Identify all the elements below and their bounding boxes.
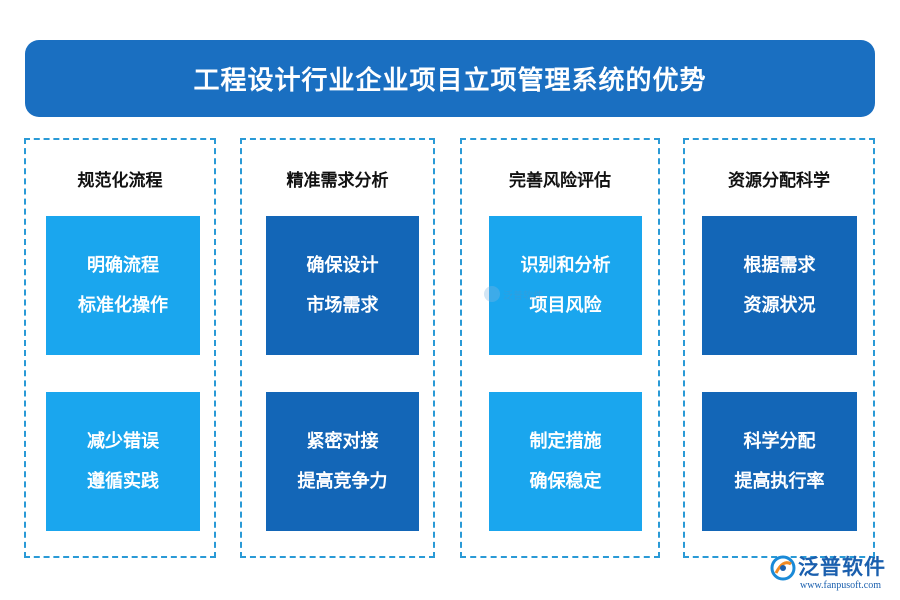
column-heading: 资源分配科学 bbox=[728, 171, 830, 191]
card: 识别和分析 项目风险 bbox=[489, 216, 642, 355]
watermark-logo-icon bbox=[484, 286, 500, 302]
watermark: 泛普软件 bbox=[484, 286, 543, 302]
column-resource-allocation: 资源分配科学 根据需求 资源状况 科学分配 提高执行率 bbox=[683, 138, 875, 558]
brand-name: 泛普软件 bbox=[798, 555, 886, 579]
card-line: 确保稳定 bbox=[529, 470, 602, 492]
watermark-text: 泛普软件 bbox=[503, 290, 543, 302]
brand-url: www.fanpusoft.com bbox=[800, 580, 882, 591]
card-line: 市场需求 bbox=[306, 294, 379, 316]
card: 减少错误 遵循实践 bbox=[46, 392, 200, 531]
card: 科学分配 提高执行率 bbox=[702, 392, 857, 531]
card: 明确流程 标准化操作 bbox=[46, 216, 200, 355]
card-line: 项目风险 bbox=[529, 294, 602, 316]
card-line: 科学分配 bbox=[743, 430, 816, 452]
column-heading: 完善风险评估 bbox=[509, 171, 611, 191]
brand-logo: 泛普软件 www.fanpusoft.com bbox=[770, 551, 894, 597]
column-demand-analysis: 精准需求分析 确保设计 市场需求 紧密对接 提高竞争力 bbox=[240, 138, 435, 558]
card: 紧密对接 提高竞争力 bbox=[266, 392, 419, 531]
card-line: 提高竞争力 bbox=[297, 470, 388, 492]
column-standardized-process: 规范化流程 明确流程 标准化操作 减少错误 遵循实践 bbox=[24, 138, 216, 558]
column-heading: 精准需求分析 bbox=[286, 171, 389, 191]
card-line: 确保设计 bbox=[306, 254, 379, 276]
card-line: 根据需求 bbox=[743, 254, 816, 276]
card-line: 标准化操作 bbox=[78, 294, 168, 316]
card-line: 制定措施 bbox=[529, 430, 602, 452]
column-heading: 规范化流程 bbox=[77, 171, 163, 191]
brand-logo-icon bbox=[770, 555, 796, 581]
card: 制定措施 确保稳定 bbox=[489, 392, 642, 531]
card-line: 减少错误 bbox=[87, 430, 159, 452]
card-line: 明确流程 bbox=[87, 254, 159, 276]
card-line: 识别和分析 bbox=[520, 254, 611, 276]
card-line: 遵循实践 bbox=[87, 470, 159, 492]
title-banner: 工程设计行业企业项目立项管理系统的优势 bbox=[25, 40, 875, 117]
column-risk-assessment: 完善风险评估 识别和分析 项目风险 制定措施 确保稳定 bbox=[460, 138, 660, 558]
page-title: 工程设计行业企业项目立项管理系统的优势 bbox=[193, 66, 707, 96]
card: 确保设计 市场需求 bbox=[266, 216, 419, 355]
card: 根据需求 资源状况 bbox=[702, 216, 857, 355]
card-line: 紧密对接 bbox=[306, 430, 379, 452]
card-line: 提高执行率 bbox=[734, 470, 825, 492]
card-line: 资源状况 bbox=[743, 294, 816, 316]
